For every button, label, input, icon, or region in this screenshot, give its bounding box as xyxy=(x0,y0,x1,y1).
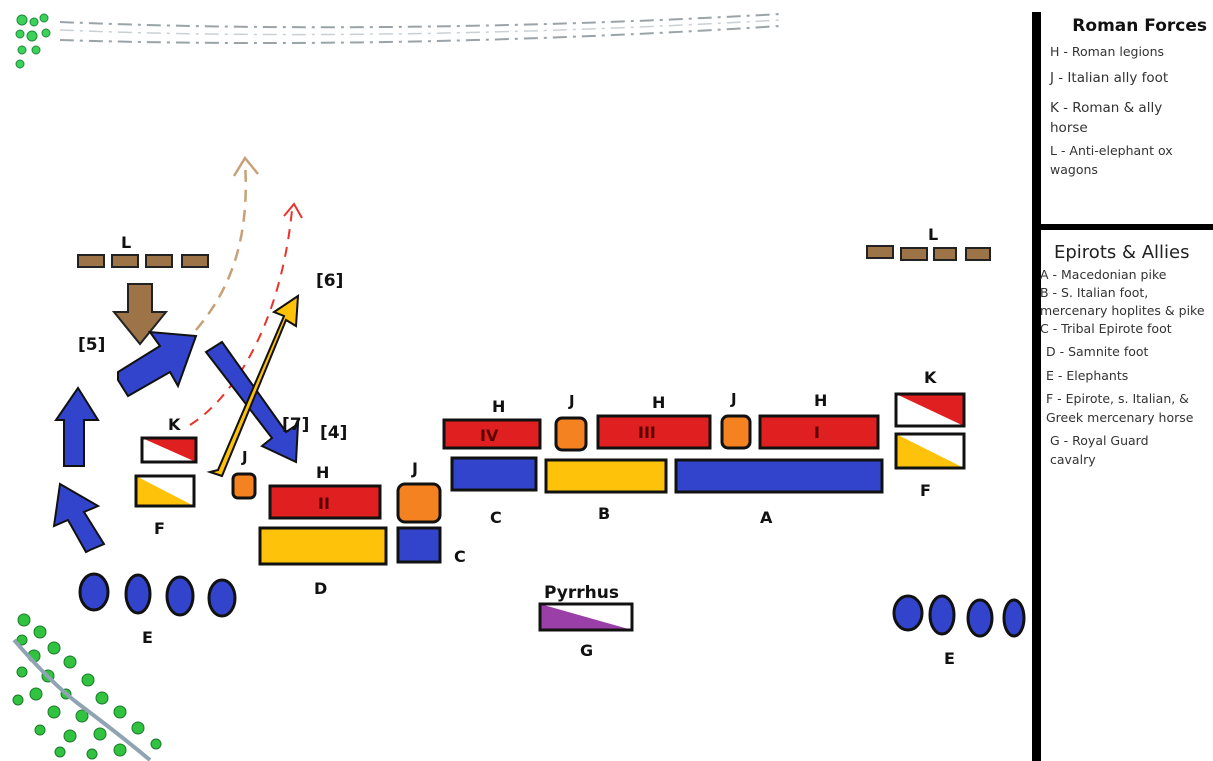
legend-epirot-title: Epirots & Allies xyxy=(1054,242,1190,263)
arrow-icon xyxy=(232,155,259,177)
ally-foot-top-right xyxy=(720,414,752,450)
legend-roman: Roman Forces H - Roman legions J - Itali… xyxy=(1040,16,1213,180)
legend-roman-title: Roman Forces xyxy=(1072,16,1207,36)
samnite-foot xyxy=(258,526,388,566)
ox-wagons-left xyxy=(77,254,209,268)
ally-foot-big xyxy=(396,482,442,524)
step-5: [5] xyxy=(78,335,105,355)
label-l-left: L xyxy=(121,233,131,252)
label-j-top-left: J xyxy=(568,392,575,410)
tribal-foot xyxy=(450,456,538,492)
legion-iii xyxy=(596,414,712,450)
label-h-iii: H xyxy=(652,393,665,412)
legion-ii xyxy=(268,484,382,520)
legend-epirot: Epirots & Allies A - Macedonian pike B -… xyxy=(1040,242,1213,469)
ally-foot-top-left xyxy=(554,416,588,452)
road-icon xyxy=(59,13,781,45)
label-f-right: F xyxy=(920,481,931,500)
legion-iv-label: IV xyxy=(480,426,499,445)
roman-horse-right xyxy=(894,392,966,428)
legend-item: B - S. Italian foot, mercenary hoplites … xyxy=(1040,284,1205,318)
label-d: D xyxy=(314,579,327,598)
legend-item: C - Tribal Epirote foot xyxy=(1040,321,1172,337)
legion-ii-label: II xyxy=(318,494,330,513)
arrow-icon xyxy=(189,209,293,426)
s-italian-foot xyxy=(544,458,668,494)
legend-item: F - Epirote, s. Italian, & Greek mercena… xyxy=(1046,391,1194,425)
label-j-top-right: J xyxy=(730,390,737,408)
label-e-right: E xyxy=(944,649,955,668)
label-h-ii: H xyxy=(316,463,329,482)
legion-i xyxy=(758,414,880,450)
legend-item: L - Anti-elephant ox wagons xyxy=(1050,143,1173,177)
legend-item: J - Italian ally foot xyxy=(1050,70,1169,86)
arrow-icon xyxy=(195,161,247,331)
legend-item: E - Elephants xyxy=(1046,368,1129,384)
ally-foot-small xyxy=(231,472,257,500)
label-h-iv: H xyxy=(492,397,505,416)
epirot-horse-left xyxy=(134,474,196,508)
macedonian-pike xyxy=(674,458,884,494)
label-l-right: L xyxy=(928,225,938,244)
legend-item: K - Roman & ally horse xyxy=(1050,99,1163,136)
label-k-right: K xyxy=(924,368,937,387)
label-j-small: J xyxy=(241,448,248,466)
forest-icon xyxy=(12,613,162,760)
legend-item: G - Royal Guard cavalry xyxy=(1050,432,1149,467)
label-k-left: K xyxy=(168,415,181,434)
battle-map: L L [5] [6] [7] [4] K F J xyxy=(12,13,1026,761)
tribal-foot-small xyxy=(396,526,442,564)
forest-icon xyxy=(15,13,51,69)
label-e-left: E xyxy=(142,628,153,647)
label-g: G xyxy=(580,641,593,660)
label-h-i: H xyxy=(814,391,827,410)
step-6: [6] xyxy=(316,271,343,291)
label-c-small: C xyxy=(454,547,466,566)
label-pyrrhus: Pyrrhus xyxy=(544,583,619,603)
label-j-big: J xyxy=(411,459,418,478)
label-f-left: F xyxy=(154,519,165,538)
legion-iv xyxy=(442,418,542,450)
legion-iii-label: III xyxy=(638,423,656,442)
label-a: A xyxy=(760,508,773,527)
legend-item: H - Roman legions xyxy=(1050,44,1165,59)
river-icon xyxy=(12,638,152,761)
epirot-horse-right xyxy=(894,432,966,470)
arrow-icon xyxy=(111,283,169,346)
label-c: C xyxy=(490,508,502,527)
legend-item: D - Samnite foot xyxy=(1046,344,1149,360)
legion-i-label: I xyxy=(814,423,820,442)
royal-guard xyxy=(538,602,634,632)
step-7: [7] xyxy=(282,415,309,435)
elephants-right xyxy=(892,594,1026,638)
label-b: B xyxy=(598,504,610,523)
step-4: [4] xyxy=(320,423,347,443)
legend-item: A - Macedonian pike xyxy=(1040,267,1167,282)
legend-divider-vertical xyxy=(1032,12,1041,761)
elephants-left xyxy=(78,572,237,618)
ox-wagons-right xyxy=(866,245,991,261)
legend-divider-horizontal xyxy=(1032,224,1213,230)
arrow-icon xyxy=(206,294,300,478)
arrow-icon xyxy=(283,202,303,219)
roman-horse-left xyxy=(140,436,198,464)
